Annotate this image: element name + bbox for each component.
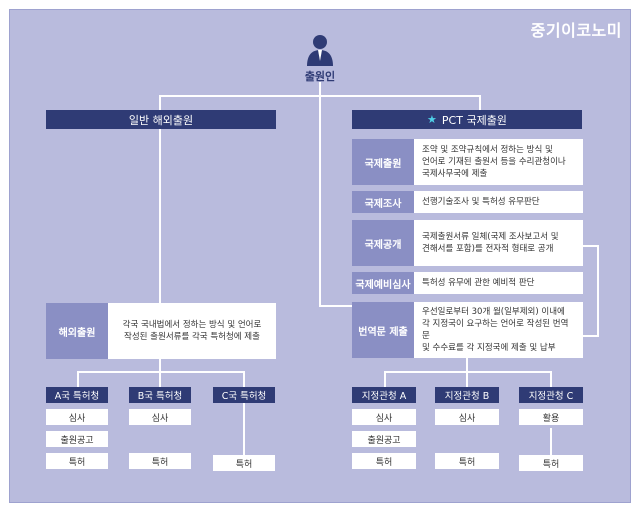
applicant-label: 출원인 xyxy=(304,70,336,83)
office-header: A국 특허청 xyxy=(46,387,108,403)
office-step: 활용 xyxy=(519,409,583,425)
office-step: 특허 xyxy=(352,453,416,469)
connector xyxy=(597,245,599,337)
office-header: C국 특허청 xyxy=(213,387,275,403)
office-step: 특허 xyxy=(129,453,191,469)
connector xyxy=(583,335,598,337)
pct-step-label: 국제예비심사 xyxy=(352,272,414,294)
office-header: 지정관청 B xyxy=(435,387,499,403)
office-step: 심사 xyxy=(435,409,499,425)
connector xyxy=(159,95,161,110)
connector xyxy=(384,371,552,373)
person-icon xyxy=(307,35,333,66)
connector xyxy=(384,371,386,387)
pct-step-desc: 선행기술조사 및 특허성 유무판단 xyxy=(414,191,583,213)
connector xyxy=(479,95,481,110)
pct-step-desc: 특허성 유무에 관한 예비적 판단 xyxy=(414,272,583,294)
office-step: 특허 xyxy=(435,453,499,469)
pct-step-label: 국제출원 xyxy=(352,139,414,185)
office-header: 지정관청 C xyxy=(519,387,583,403)
connector xyxy=(466,358,468,372)
office-step: 특허 xyxy=(519,455,583,471)
general-title: 일반 해외출원 xyxy=(128,113,194,127)
connector xyxy=(319,95,321,307)
star-icon: ★ xyxy=(427,113,437,126)
connector xyxy=(159,371,161,387)
office-header: 지정관청 A xyxy=(352,387,416,403)
pct-step-label: 국제공개 xyxy=(352,220,414,266)
pct-header: ★ PCT 국제출원 xyxy=(352,110,582,129)
office-step: 심사 xyxy=(352,409,416,425)
connector xyxy=(466,371,468,387)
office-header: B국 특허청 xyxy=(129,387,191,403)
connector xyxy=(243,371,245,387)
office-step: 심사 xyxy=(46,409,108,425)
connector xyxy=(243,403,245,455)
office-step: 출원공고 xyxy=(352,431,416,447)
connector xyxy=(77,371,245,373)
office-step: 특허 xyxy=(213,455,275,471)
connector xyxy=(550,371,552,387)
office-step: 출원공고 xyxy=(46,431,108,447)
brand-logo: 중기이코노미 xyxy=(530,21,622,40)
connector xyxy=(319,82,321,96)
connector xyxy=(159,358,161,372)
connector xyxy=(77,371,79,387)
general-header: 일반 해외출원 xyxy=(46,110,276,129)
pct-step-label: 국제조사 xyxy=(352,191,414,213)
office-step: 심사 xyxy=(129,409,191,425)
pct-title: PCT 국제출원 xyxy=(441,113,507,127)
connector xyxy=(159,128,161,303)
office-step: 특허 xyxy=(46,453,108,469)
connector xyxy=(550,428,552,455)
connector xyxy=(583,245,598,247)
general-step-label: 해외출원 xyxy=(46,303,108,359)
pct-step-label: 번역문 제출 xyxy=(352,302,414,358)
connector xyxy=(319,305,352,307)
